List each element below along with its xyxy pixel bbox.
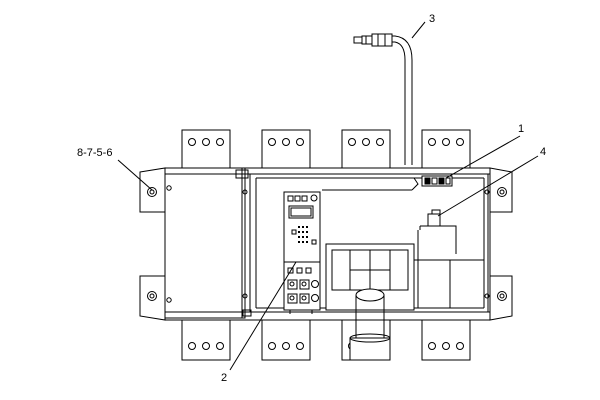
terminal-block (421, 175, 453, 187)
wire-harness (353, 33, 413, 165)
callout-label-1: 1 (518, 123, 524, 135)
callout-label-2: 2 (221, 372, 227, 384)
callout-label-4: 4 (540, 146, 546, 158)
bottom-terminal-bars (181, 317, 471, 361)
side-cover-panel (164, 167, 252, 319)
operating-handle (325, 243, 415, 361)
trip-unit (283, 191, 321, 314)
top-terminal-bars (181, 129, 471, 169)
trip-unit-keypad (298, 226, 308, 243)
callout-label-3: 3 (429, 13, 435, 25)
leader-lines (117, 21, 539, 371)
callout-label-8-7-5-6: 8-7-5-6 (77, 147, 112, 159)
accessory-module (419, 209, 457, 254)
